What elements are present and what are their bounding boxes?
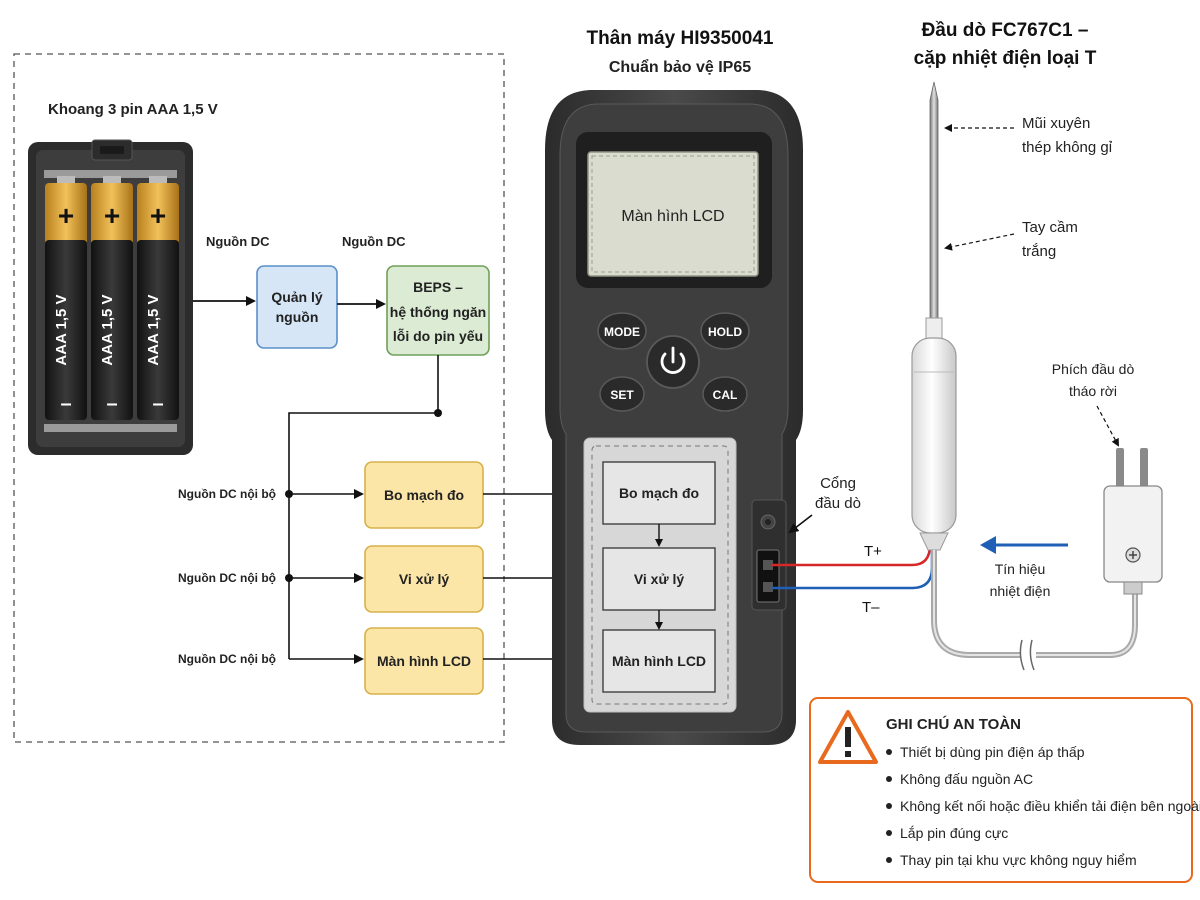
lcd-screen-label: Màn hình LCD [621,208,724,225]
safety-item-4: Lắp pin đúng cực [900,825,1008,841]
power-button[interactable] [646,335,700,389]
dc-internal-label-1: Nguồn DC nội bộ [178,487,276,501]
dc-label-2: Nguồn DC [342,234,406,249]
warning-icon [818,710,878,764]
inner-lcd-box: Màn hình LCD [602,629,716,693]
dc-internal-label-2: Nguồn DC nội bộ [178,571,276,585]
inner-cpu-box: Vi xử lý [602,547,716,611]
plug-label-line1: Phích đầu dò [1052,361,1135,377]
module-cpu-box: Vi xử lý [364,545,484,613]
device-subtitle: Chuẩn bảo vệ IP65 [609,58,751,76]
battery-cell-2-minus: – [106,393,117,415]
set-button[interactable]: SET [599,376,645,412]
battery-cell-2-label: AAA 1,5 V [99,294,116,365]
inner-cpu-label: Vi xử lý [634,571,685,587]
cal-button[interactable]: CAL [702,376,748,412]
battery-title: Khoang 3 pin AAA 1,5 V [48,101,218,118]
set-button-label: SET [610,388,634,402]
battery-cell-3-plus: + [150,200,166,231]
power-management-box: Quản lý nguồn [256,265,338,349]
power-management-line2: nguồn [276,309,319,325]
battery-cell-2-plus: + [104,200,120,231]
power-icon [660,352,686,374]
battery-section-border [13,53,505,743]
hold-button-label: HOLD [708,325,742,339]
mode-button[interactable]: MODE [597,312,647,350]
signal-label-line2: nhiệt điện [990,583,1051,599]
beps-line3: lỗi do pin yếu [393,328,483,344]
battery-cell-1: + AAA 1,5 V – [45,176,87,420]
plug-label-line2: tháo rời [1069,383,1117,399]
power-management-line1: Quản lý [271,289,323,305]
cable-break-symbol [1019,639,1036,671]
t-plus-label: T+ [864,543,882,560]
device-title: Thân máy HI9350041 [587,28,774,49]
module-measure-label: Bo mạch đo [384,487,464,503]
tip-label-line2: thép không gỉ [1022,139,1113,156]
beps-line2: hệ thống ngăn [390,304,486,320]
port-label-line1: Cổng [820,475,856,492]
mode-button-label: MODE [604,325,640,339]
battery-cell-2: + AAA 1,5 V – [91,176,133,420]
module-lcd-label: Màn hình LCD [377,653,471,669]
plug-pointer [1096,405,1119,447]
probe-port [751,499,787,611]
probe-needle [929,81,939,321]
signal-arrow [980,536,1068,554]
safety-list: Thiết bị dùng pin điện áp thấp Không đấu… [886,744,1200,868]
dc-label-1: Nguồn DC [206,234,270,249]
module-lcd-box: Màn hình LCD [364,627,484,695]
handle-pointer [944,233,1015,251]
safety-title: GHI CHÚ AN TOÀN [886,715,1021,733]
probe-plug [1103,448,1163,595]
module-cpu-label: Vi xử lý [399,571,450,587]
handle-label-line1: Tay cầm [1022,219,1078,236]
internal-power-bus [288,355,439,659]
inner-measure-box: Bo mạch đo [602,461,716,525]
arrow-port-pointer [788,514,813,534]
battery-cell-3: + AAA 1,5 V – [137,176,179,420]
beps-line1: BEPS – [413,279,463,295]
probe-handle [911,317,957,551]
beps-box: BEPS – hệ thống ngăn lỗi do pin yếu [386,265,490,356]
signal-label-line1: Tín hiệu [995,561,1046,577]
safety-item-2: Không đấu nguồn AC [900,771,1033,787]
safety-item-5: Thay pin tại khu vực không nguy hiểm [900,852,1137,868]
battery-cell-1-label: AAA 1,5 V [53,294,70,365]
battery-cell-3-label: AAA 1,5 V [145,294,162,365]
cal-button-label: CAL [713,388,738,402]
port-label-line2: đầu dò [815,495,861,512]
probe-title-line2: cặp nhiệt điện loại T [914,48,1097,69]
battery-cell-1-minus: – [60,393,71,415]
module-measure-box: Bo mạch đo [364,461,484,529]
t-minus-label: T– [862,599,880,616]
dc-internal-label-3: Nguồn DC nội bộ [178,652,276,666]
safety-note-box: GHI CHÚ AN TOÀN Thiết bị dùng pin điện á… [809,697,1200,883]
tip-label-line1: Mũi xuyên [1022,115,1090,132]
hold-button[interactable]: HOLD [700,312,750,350]
handle-label-line2: trắng [1022,243,1056,260]
safety-item-1: Thiết bị dùng pin điện áp thấp [900,744,1085,760]
probe-title-line1: Đầu dò FC767C1 – [922,20,1089,41]
lcd-screen: Màn hình LCD [576,132,772,288]
battery-cell-1-plus: + [58,200,74,231]
bus-node-top [434,409,442,417]
battery-cell-3-minus: – [152,393,163,415]
safety-item-3: Không kết nối hoặc điều khiển tải điện b… [900,798,1200,814]
inner-measure-label: Bo mạch đo [619,485,699,501]
inner-lcd-label: Màn hình LCD [612,653,706,669]
